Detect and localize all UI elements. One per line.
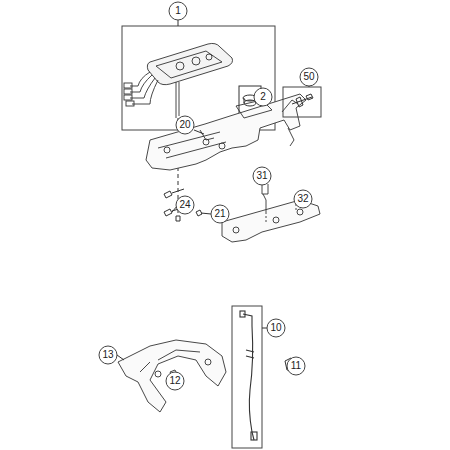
callout-number: 2 [254, 91, 272, 103]
callout-number: 50 [300, 71, 318, 83]
callout-number: 32 [294, 193, 312, 205]
screw [164, 189, 202, 221]
callout-number: 1 [169, 5, 187, 17]
callout-circle [99, 2, 318, 390]
callout-number: 11 [287, 360, 305, 372]
group-box [232, 306, 262, 448]
speedometer [124, 43, 233, 118]
callout-number: 13 [99, 349, 117, 361]
frame-part [118, 340, 226, 412]
sensor-cable [240, 311, 257, 440]
callout-number: 24 [176, 199, 194, 211]
callout-number: 12 [166, 375, 184, 387]
mounting-bracket [146, 94, 306, 170]
callout-number: 10 [267, 322, 285, 334]
callout-number: 21 [211, 208, 229, 220]
bracket [222, 184, 320, 242]
callout-number: 31 [253, 170, 271, 182]
callout-number: 20 [176, 119, 194, 131]
group-box [283, 87, 321, 117]
key [292, 94, 313, 107]
